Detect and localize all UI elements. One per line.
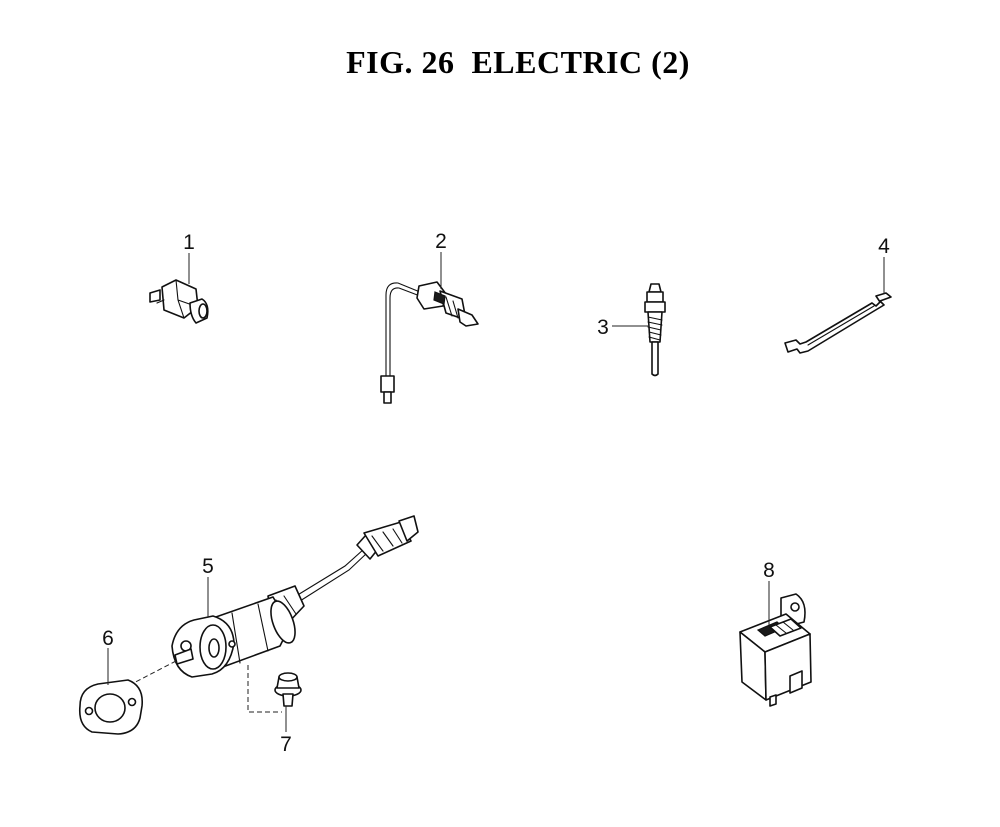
callout-7: 7 xyxy=(280,733,292,756)
part-8-relay xyxy=(739,593,812,707)
part-2-sensor xyxy=(380,281,479,404)
part-5-solenoid xyxy=(171,515,419,678)
part-3-glow-plug xyxy=(644,283,666,377)
callout-8: 8 xyxy=(763,559,775,582)
part-7-bolt xyxy=(274,672,302,707)
callout-5: 5 xyxy=(202,555,214,578)
figure-title: FIG. 26 ELECTRIC (2) xyxy=(346,44,690,80)
callout-1: 1 xyxy=(183,231,195,254)
callout-3: 3 xyxy=(597,316,609,339)
part-1-switch xyxy=(149,279,209,324)
callout-6: 6 xyxy=(102,627,114,650)
callout-4: 4 xyxy=(878,235,890,258)
part-6-gasket xyxy=(78,679,144,735)
callout-2: 2 xyxy=(435,230,447,253)
part-4-plate xyxy=(784,292,892,354)
